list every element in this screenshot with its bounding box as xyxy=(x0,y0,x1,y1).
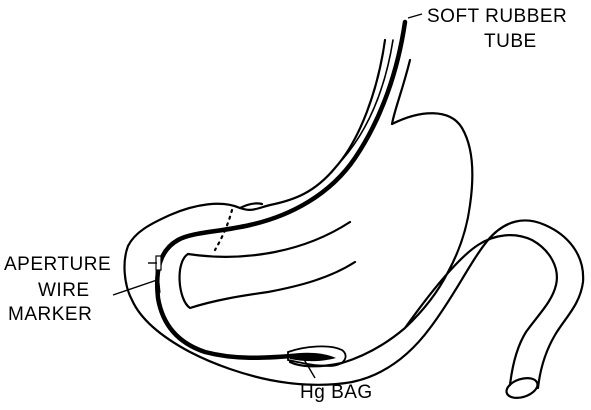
label-wire: WIRE xyxy=(38,280,90,301)
leader-lines xyxy=(113,14,422,378)
label-marker: MARKER xyxy=(8,304,92,325)
label-soft-rubber: SOFT RUBBER xyxy=(427,6,567,27)
wire-marker xyxy=(157,272,159,292)
label-aperture: APERTURE xyxy=(4,254,111,275)
label-tube: TUBE xyxy=(484,31,537,52)
label-hg-bag: Hg BAG xyxy=(300,382,373,403)
